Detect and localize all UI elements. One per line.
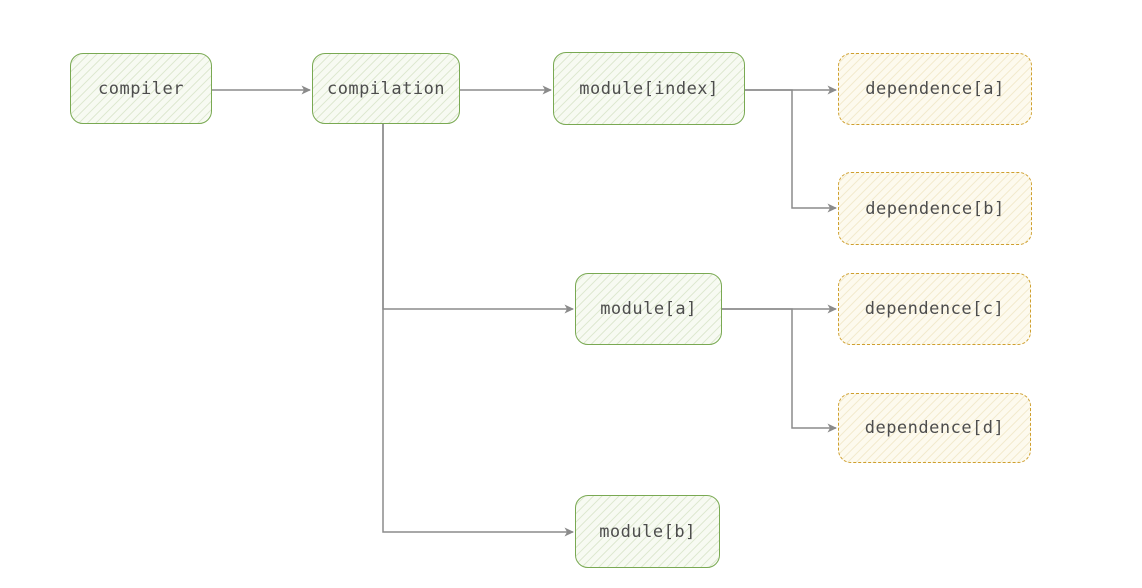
node-module-index: module[index] xyxy=(553,52,745,125)
node-dependence-c: dependence[c] xyxy=(838,273,1031,345)
node-dependence-a: dependence[a] xyxy=(838,53,1032,125)
node-dependence-d: dependence[d] xyxy=(838,393,1031,463)
node-label: module[a] xyxy=(600,299,697,319)
node-compilation: compilation xyxy=(312,53,460,124)
node-label: dependence[c] xyxy=(864,299,1005,319)
node-label: module[b] xyxy=(599,521,696,542)
edge-lines xyxy=(212,85,837,537)
edge-module-a-to-dependence-d xyxy=(722,308,837,433)
node-label: compilation xyxy=(326,78,446,99)
node-label: compiler xyxy=(98,78,184,99)
edge-compilation-to-module-a xyxy=(382,124,574,314)
node-label: dependence[b] xyxy=(865,198,1005,219)
node-compiler: compiler xyxy=(70,53,212,124)
node-module-a: module[a] xyxy=(575,273,722,345)
node-label: module[index] xyxy=(579,78,719,99)
edge-module-index-to-dependence-b xyxy=(745,89,837,213)
node-module-b: module[b] xyxy=(575,495,720,568)
node-dependence-b: dependence[b] xyxy=(838,172,1032,245)
node-label: dependence[a] xyxy=(865,79,1005,99)
node-label: dependence[d] xyxy=(864,418,1005,438)
edge-compilation-to-module-b xyxy=(382,124,574,537)
